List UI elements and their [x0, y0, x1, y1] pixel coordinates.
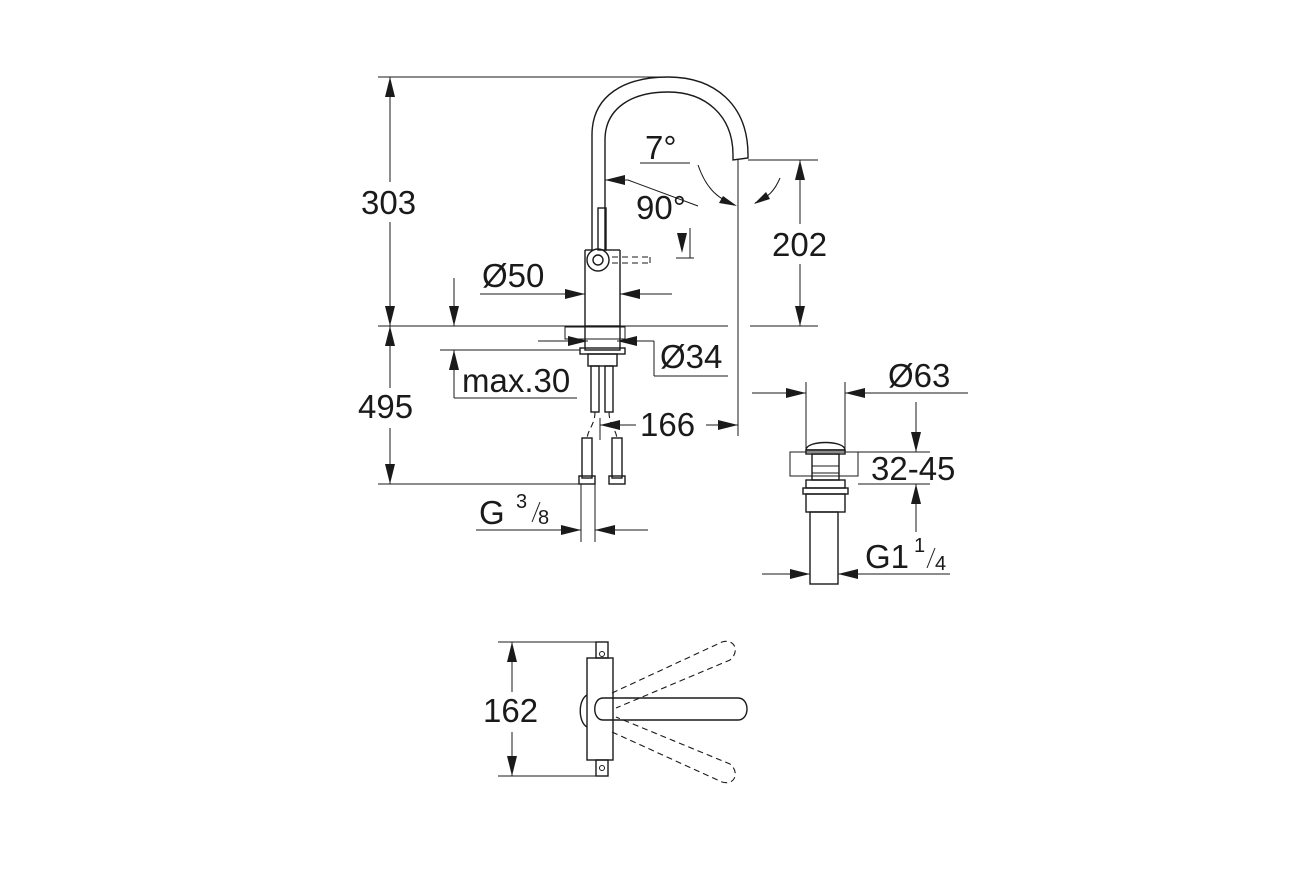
- dim-hose-connection-base: G: [479, 494, 505, 531]
- dim-reach: 166: [640, 406, 695, 443]
- dim-waste-thread-base: G1: [865, 538, 909, 575]
- waste-valve: [789, 441, 859, 585]
- dim-waste-thread-num: 1: [914, 535, 925, 557]
- dim-waste-diameter: Ø63: [888, 357, 950, 394]
- dim-waste-range: 32-45: [871, 450, 955, 487]
- dim-height-total: 303: [361, 184, 416, 221]
- dim-hose-length: 495: [358, 388, 413, 425]
- dim-max-deck: max.30: [462, 362, 570, 399]
- dim-hose-connection-num: 3: [516, 491, 527, 513]
- dim-shank-diameter: Ø34: [660, 338, 722, 375]
- dim-hose-connection-den: 8: [538, 507, 549, 529]
- dim-body-diameter: Ø50: [482, 257, 544, 294]
- dim-lever-swing: 162: [483, 692, 538, 729]
- dim-waste-thread-den: 4: [935, 553, 946, 575]
- dim-spout-height: 202: [772, 226, 827, 263]
- dim-lever-angle: 90°: [636, 189, 686, 226]
- dim-spout-rotation: 7°: [645, 129, 677, 166]
- lever-top-view: [579, 640, 748, 784]
